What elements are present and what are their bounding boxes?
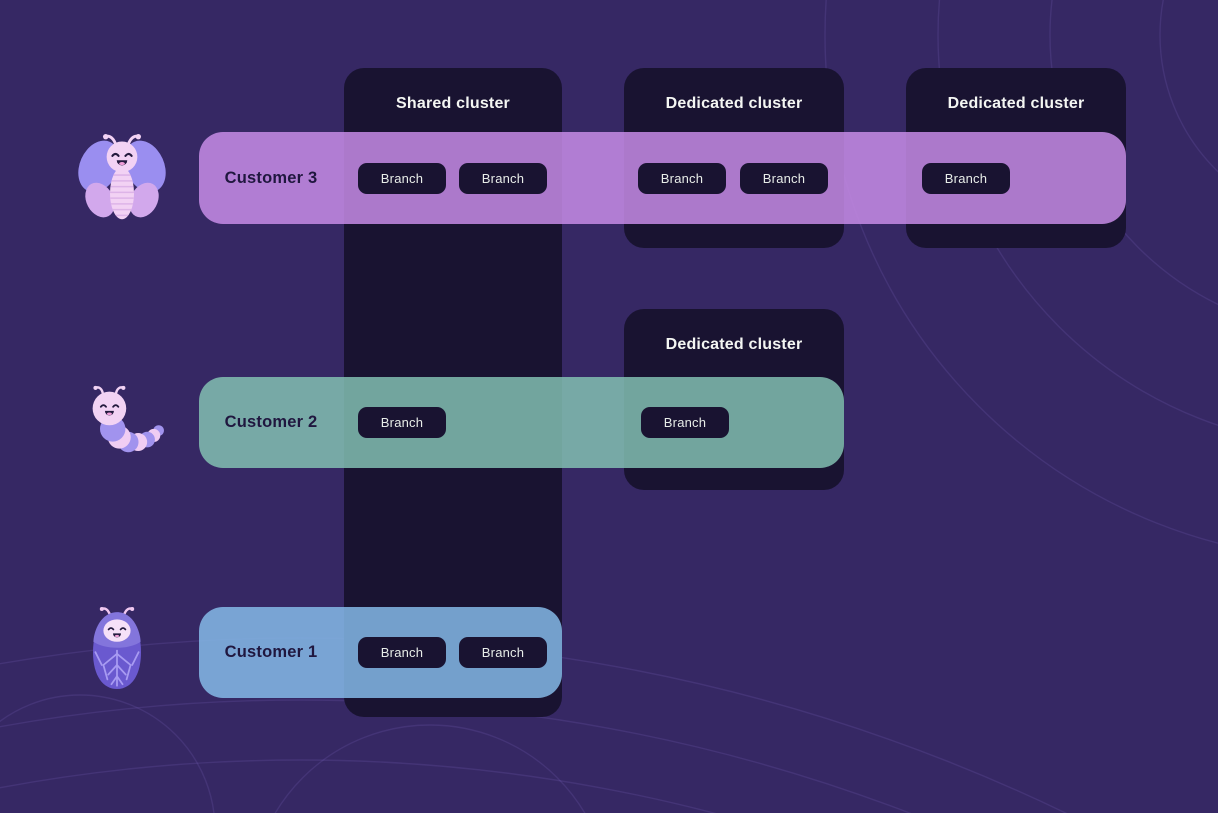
dedicated-cluster-title-3: Dedicated cluster <box>665 336 803 353</box>
branch-pill: Branch <box>641 407 729 438</box>
customer-2-label: Customer 2 <box>224 413 318 431</box>
chrysalis-icon <box>93 607 141 689</box>
customer-1-label: Customer 1 <box>224 643 318 661</box>
branch-pill-label: Branch <box>380 415 424 430</box>
branch-pill: Branch <box>459 163 547 194</box>
branch-pill: Branch <box>358 163 446 194</box>
caterpillar-icon <box>92 385 164 453</box>
dedicated-cluster-title-1: Dedicated cluster <box>665 95 803 112</box>
branch-pill: Branch <box>358 637 446 668</box>
branch-pill-label: Branch <box>380 171 424 186</box>
branch-pill-label: Branch <box>663 415 707 430</box>
branch-pill: Branch <box>358 407 446 438</box>
branch-pill-label: Branch <box>481 171 525 186</box>
branch-pill-label: Branch <box>481 645 525 660</box>
branch-pill: Branch <box>922 163 1010 194</box>
branch-pill: Branch <box>638 163 726 194</box>
customer-2-row <box>199 377 844 468</box>
branch-pill-label: Branch <box>944 171 988 186</box>
butterfly-icon <box>78 133 166 220</box>
dedicated-cluster-title-2: Dedicated cluster <box>947 95 1085 112</box>
branch-pill: Branch <box>740 163 828 194</box>
branch-pill-label: Branch <box>762 171 806 186</box>
branch-pill-label: Branch <box>380 645 424 660</box>
customer-3-label: Customer 3 <box>224 168 318 187</box>
branch-pill: Branch <box>459 637 547 668</box>
branch-pill-label: Branch <box>660 171 704 186</box>
shared-cluster-title: Shared cluster <box>396 95 510 112</box>
